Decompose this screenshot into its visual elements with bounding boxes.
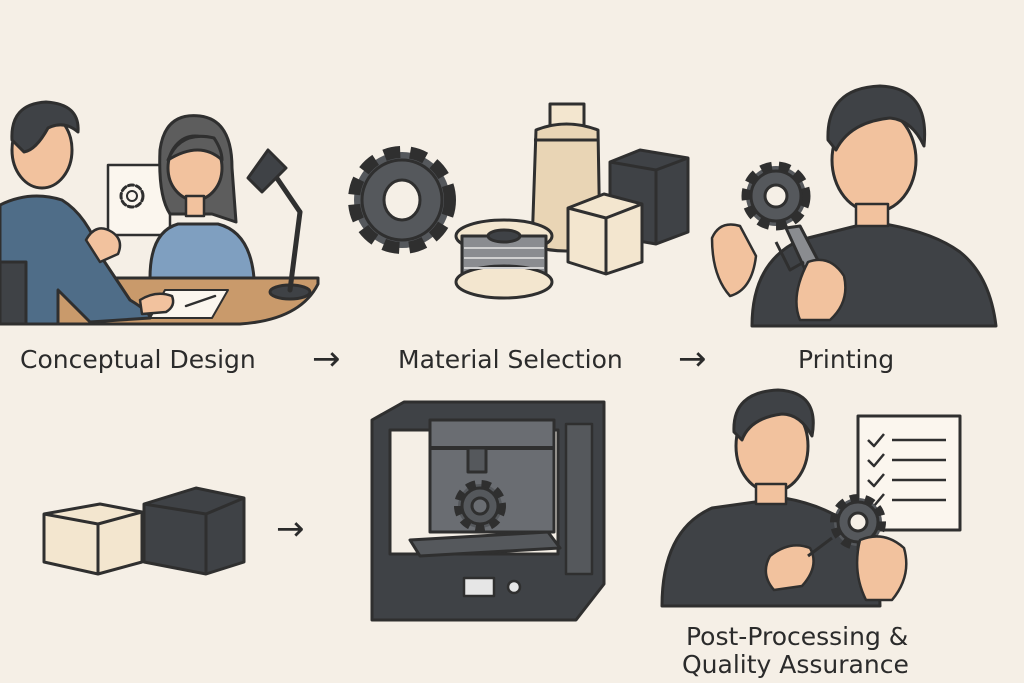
arrow-icon: → xyxy=(312,339,341,379)
man-figure-left xyxy=(0,100,175,326)
post-processing-scene xyxy=(660,388,962,608)
step-label-conceptual-design: Conceptual Design xyxy=(20,345,256,374)
check-icon xyxy=(867,473,885,488)
hand-right-holding xyxy=(795,258,847,322)
check-icon xyxy=(867,453,885,468)
printer-inner-back xyxy=(428,418,556,534)
printing-inspection-scene xyxy=(710,84,998,328)
arrow-icon: → xyxy=(276,509,305,549)
material-blocks-scene xyxy=(42,486,246,576)
step-label-quality-assurance: Quality Assurance xyxy=(682,650,909,679)
qa-man-hair xyxy=(732,388,815,442)
print-head xyxy=(466,446,488,474)
pencil xyxy=(184,294,217,308)
cream-block xyxy=(42,502,144,576)
board-gear-icon xyxy=(119,183,145,209)
qa-man-neck xyxy=(754,482,788,506)
print-bed xyxy=(408,530,562,558)
deburring-tool xyxy=(807,536,833,558)
check-icon xyxy=(867,433,885,448)
printer-knob xyxy=(506,579,522,595)
step-label-material-selection: Material Selection xyxy=(398,345,623,374)
printer-display xyxy=(462,576,496,598)
held-gear-icon xyxy=(741,161,811,231)
qa-hand-gear xyxy=(855,535,908,602)
man-hair-right xyxy=(826,84,927,152)
arrow-icon: → xyxy=(678,339,707,379)
man-body-right xyxy=(750,220,998,328)
printed-gear-icon xyxy=(454,480,506,532)
filament-spool-icon xyxy=(454,218,554,300)
step-label-printing: Printing xyxy=(798,345,895,374)
qa-hand-tool xyxy=(764,544,815,592)
large-gear-icon xyxy=(348,146,456,254)
conceptual-design-scene xyxy=(0,100,320,326)
desk-lamp xyxy=(246,148,312,301)
light-block xyxy=(566,192,644,276)
inspected-gear-icon xyxy=(830,494,886,550)
3d-printer-scene xyxy=(370,400,606,622)
charcoal-block xyxy=(142,486,246,576)
printer-side-window xyxy=(564,422,594,576)
man-neck-right xyxy=(854,202,890,228)
hand-left-holding xyxy=(710,223,758,298)
material-selection-scene xyxy=(348,102,690,300)
step-label-post-processing: Post-Processing & xyxy=(686,622,909,651)
woman-figure xyxy=(148,114,256,280)
